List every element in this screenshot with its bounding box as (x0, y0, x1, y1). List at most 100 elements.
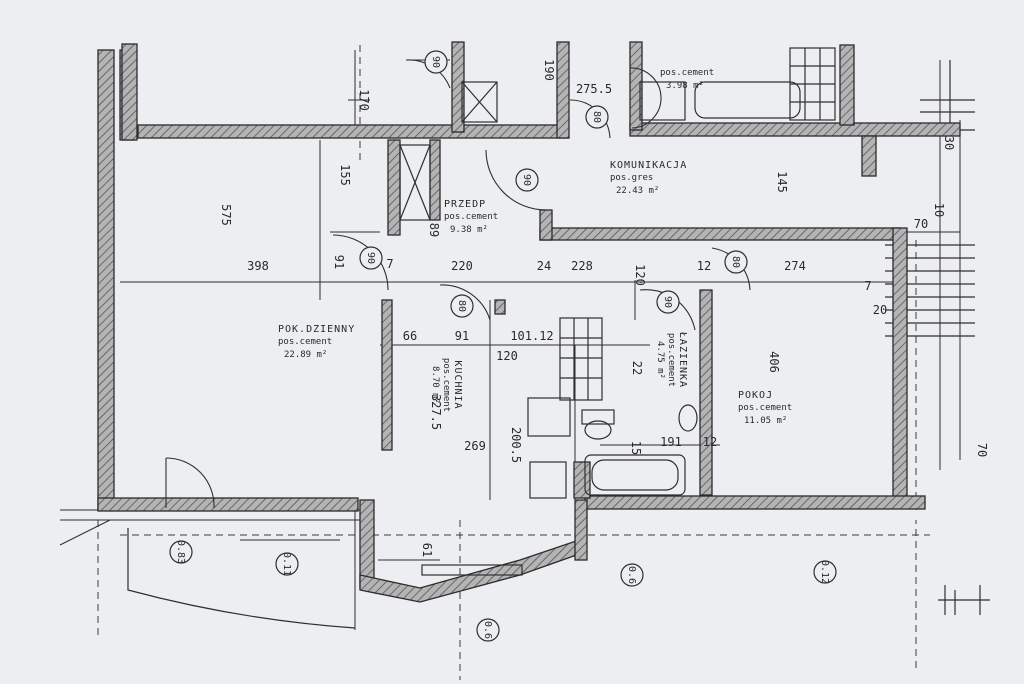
room-area: 9.38 m² (450, 225, 488, 235)
opening-marker: 0.12 (813, 560, 837, 584)
room-label-komunikacja: KOMUNIKACJA pos.gres 22.43 m² (610, 160, 687, 196)
dimension-label: 30 (942, 136, 956, 150)
dimension-label: 91 (455, 329, 469, 343)
marker-label: 90 (521, 174, 532, 186)
marker-circle (169, 540, 193, 564)
dimension-label: 70 (975, 443, 989, 457)
marker-circle (515, 168, 539, 192)
room-label-top: pos.cement 3.98 m² (660, 68, 714, 91)
dimension-label: 190 (542, 59, 556, 81)
room-name: POKOJ (738, 390, 773, 401)
dimension-label: 220 (451, 259, 473, 273)
opening-marker: 90 (424, 50, 448, 74)
dimension-label: 66 (403, 329, 417, 343)
dimension-label: 145 (775, 171, 789, 193)
marker-label: 0.11 (281, 552, 292, 576)
dimension-label: 89 (427, 223, 441, 237)
dimension-labels: 398 220 24 228 274 575 155 91 7 120 145 406 275.5 170… (219, 59, 989, 557)
fixtures (127, 47, 836, 629)
walls (97, 41, 961, 603)
marker-label: 0.12 (819, 560, 830, 584)
marker-label: 90 (662, 296, 673, 308)
opening-marker: 80 (585, 105, 609, 129)
opening-marker: 0.11 (275, 552, 299, 576)
dimension-label: 170 (357, 89, 371, 111)
room-floor: pos.cement (738, 403, 792, 413)
room-name: ŁAZIENKA (677, 331, 688, 388)
dimension-label: 327.5 (429, 394, 443, 430)
dimension-label: 155 (338, 164, 352, 186)
marker-label: 0.83 (175, 540, 186, 564)
marker-circle (424, 50, 448, 74)
room-label-salon: POK.DZIENNY pos.cement 22.89 m² (278, 324, 355, 360)
opening-marker: 90 (656, 290, 680, 314)
dimension-label: 7 (386, 257, 393, 271)
room-area: 11.05 m² (744, 416, 787, 426)
opening-marker: 80 (724, 250, 748, 274)
room-label-przedp: PRZEDP pos.cement 9.38 m² (444, 199, 498, 235)
room-area: 4.75 m² (655, 341, 665, 379)
dimension-label: 20 (873, 303, 887, 317)
dimension-label: 10 (932, 203, 946, 217)
opening-marker: 90 (359, 246, 383, 270)
marker-circle (450, 294, 474, 318)
dimension-label: 274 (784, 259, 806, 273)
room-area: 8.70 m² (430, 366, 440, 404)
marker-label: 90 (365, 252, 376, 264)
room-floor: pos.cement (660, 68, 714, 78)
dimension-label: 15 (629, 441, 643, 455)
opening-marker: 90 (515, 168, 539, 192)
dimension-label: 269 (464, 439, 486, 453)
room-name: KUCHNIA (452, 360, 463, 409)
room-area: 22.89 m² (284, 350, 327, 360)
marker-circle (275, 552, 299, 576)
marker-circle (656, 290, 680, 314)
opening-marker: 0.6 (620, 563, 644, 587)
marker-label: 80 (730, 256, 741, 268)
dimension-label: 120 (496, 349, 518, 363)
marker-label: 80 (591, 111, 602, 123)
dimension-label: 406 (767, 351, 781, 373)
room-name: KOMUNIKACJA (610, 160, 687, 171)
dimension-label: 61 (420, 543, 434, 557)
dimension-label: 12 (703, 435, 717, 449)
dimension-label: 275.5 (576, 82, 612, 96)
dimension-label: 22 (630, 361, 644, 375)
axis-lines (97, 45, 930, 680)
opening-markers: 90 80 90 90 80 90 80 0.83 0.11 0.6 0.12 0.6 (169, 50, 837, 642)
room-floor: pos.cement (444, 212, 498, 222)
dimension-label: 575 (219, 204, 233, 226)
dimension-label: 398 (247, 259, 269, 273)
dimension-label: 228 (571, 259, 593, 273)
dimension-label: 24 (537, 259, 551, 273)
marker-circle (724, 250, 748, 274)
dimension-label: 200.5 (509, 427, 523, 463)
dimension-label: 12 (697, 259, 711, 273)
room-area: 22.43 m² (616, 186, 659, 196)
room-label-pokoj: POKOJ pos.cement 11.05 m² (738, 390, 792, 426)
dimension-label: 101.12 (510, 329, 553, 343)
room-name: POK.DZIENNY (278, 324, 355, 335)
dimension-label: 7 (864, 279, 871, 293)
marker-circle (359, 246, 383, 270)
marker-label: 90 (430, 56, 441, 68)
room-floor: pos.gres (610, 173, 653, 183)
opening-marker: 0.6 (476, 618, 500, 642)
opening-marker: 0.83 (169, 540, 193, 564)
marker-label: 0.6 (482, 621, 493, 639)
room-floor: pos.cement (666, 333, 676, 387)
marker-circle (813, 560, 837, 584)
room-labels: POK.DZIENNY pos.cement 22.89 m² PRZEDP pos.c… (278, 68, 792, 426)
dimension-label: 120 (633, 264, 647, 286)
opening-marker: 80 (450, 294, 474, 318)
marker-label: 0.6 (626, 566, 637, 584)
room-floor: pos.cement (278, 337, 332, 347)
marker-circle (476, 618, 500, 642)
room-area: 3.98 m² (666, 81, 704, 91)
room-name: PRZEDP (444, 199, 486, 210)
dimension-label: 191 (660, 435, 682, 449)
